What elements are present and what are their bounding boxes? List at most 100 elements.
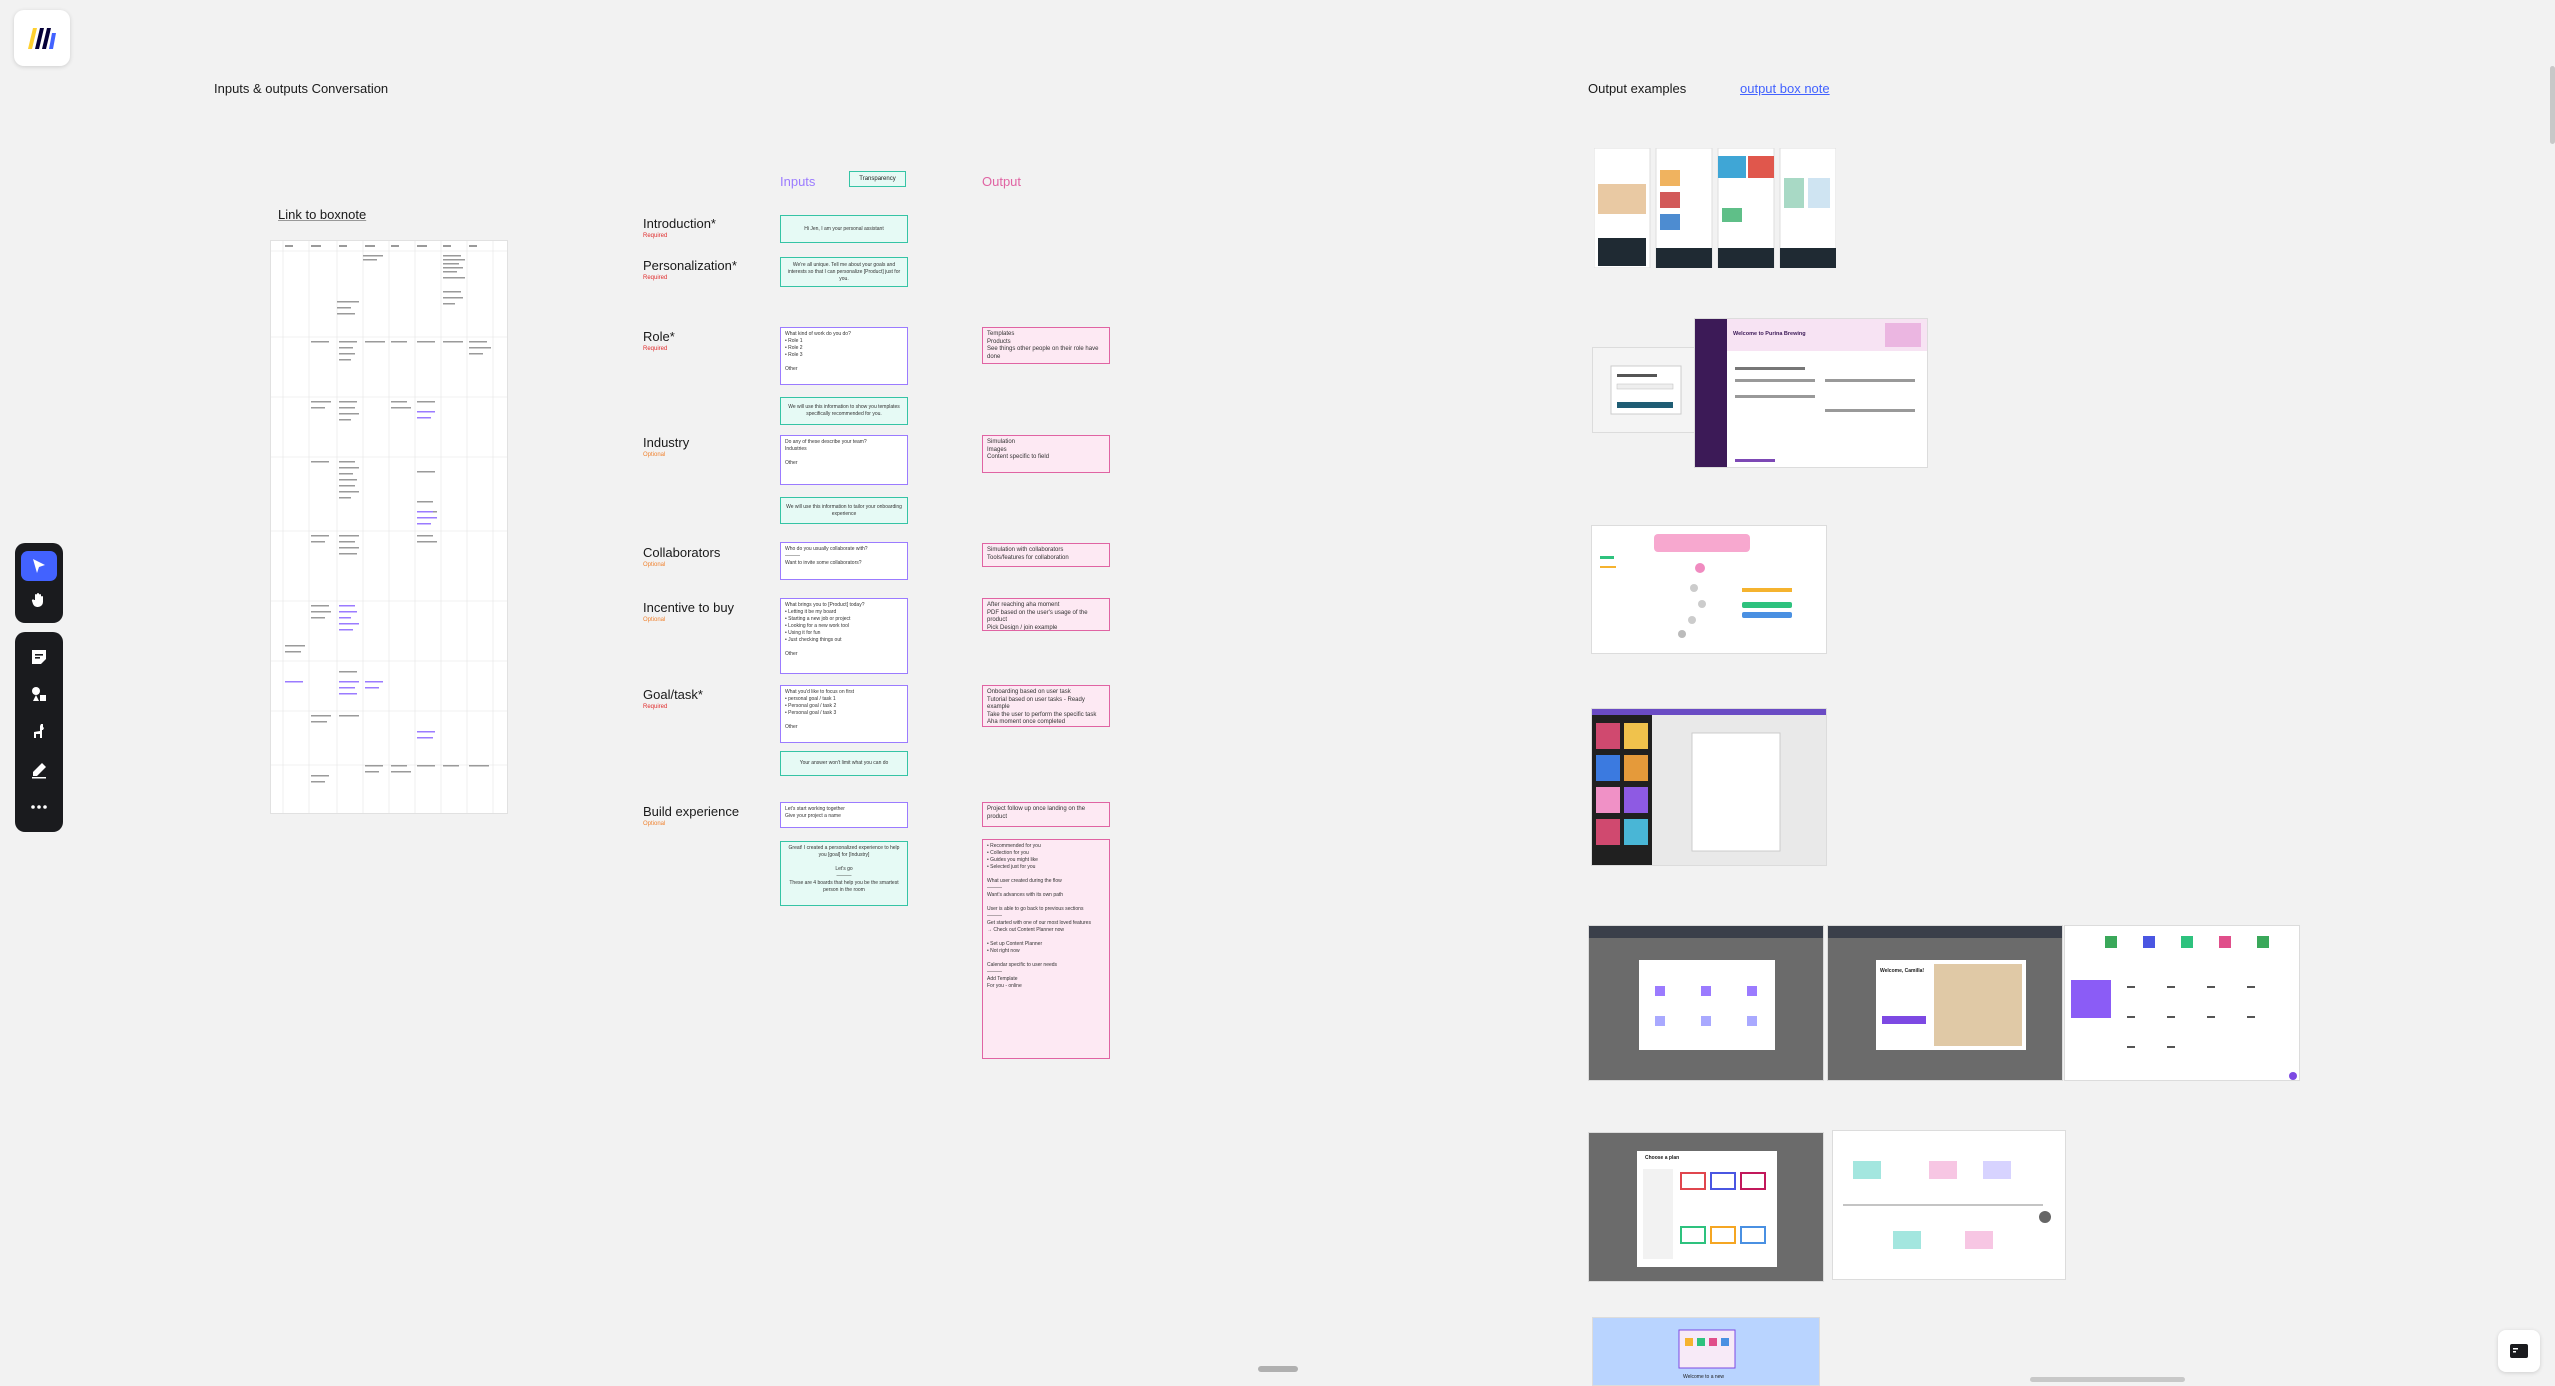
horizontal-scrollbar[interactable] bbox=[2030, 1377, 2185, 1382]
thumb-product-tour[interactable] bbox=[1591, 525, 1827, 654]
question-collaborators-box[interactable]: Who do you usually collaborate with? ———… bbox=[780, 542, 908, 580]
editor-canvas-preview bbox=[1592, 709, 1826, 865]
column-header-output: Output bbox=[982, 174, 1022, 189]
more-tools-button[interactable] bbox=[21, 790, 57, 824]
shapes-tool-button[interactable] bbox=[21, 678, 57, 712]
thumb-welcome-dialog[interactable]: Welcome, Camilla! bbox=[1827, 925, 2063, 1081]
sticky-note-tool-button[interactable] bbox=[21, 640, 57, 674]
question-role-box[interactable]: What kind of work do you do? • Role 1 • … bbox=[780, 327, 908, 385]
dialog-categories-preview bbox=[1589, 926, 1823, 1080]
row-status: Optional bbox=[643, 452, 666, 458]
column-header-inputs: Inputs bbox=[780, 174, 816, 189]
question-incentive-box[interactable]: What brings you to [Product] today? • Le… bbox=[780, 598, 908, 674]
row-label: Industry bbox=[643, 435, 690, 450]
thumb-dialog-categories[interactable] bbox=[1588, 925, 1824, 1081]
miro-logo[interactable] bbox=[14, 10, 70, 66]
row-personalization[interactable]: Personalization* Required bbox=[643, 258, 737, 281]
llama-icon bbox=[34, 723, 44, 738]
row-label: Collaborators bbox=[643, 545, 721, 560]
panel-toggle-button[interactable] bbox=[2498, 1330, 2540, 1372]
row-status: Required bbox=[643, 275, 668, 281]
thumb-choose-plan[interactable]: Choose a plan bbox=[1588, 1132, 1824, 1282]
output-box-note-link[interactable]: output box note bbox=[1740, 81, 1830, 96]
output-industry-box[interactable]: Simulation Images Content specific to fi… bbox=[982, 435, 1110, 473]
dialog-greeting: Welcome, Camilla! bbox=[1880, 968, 1925, 974]
row-industry[interactable]: Industry Optional bbox=[643, 435, 689, 458]
row-status: Optional bbox=[643, 821, 666, 827]
output-goal-box[interactable]: Onboarding based on user task Tutorial b… bbox=[982, 685, 1110, 727]
row-status: Optional bbox=[643, 562, 666, 568]
row-label: Incentive to buy bbox=[643, 600, 735, 615]
promo-text: Welcome to a new bbox=[1683, 1374, 1725, 1380]
thumb-promo-banner[interactable]: Welcome to a new bbox=[1592, 1317, 1820, 1386]
navigation-toolbar bbox=[15, 543, 63, 623]
thumb-mobile-screens[interactable] bbox=[1593, 147, 1837, 269]
pen-icon bbox=[32, 762, 46, 779]
sheet-grid bbox=[271, 241, 507, 813]
vertical-scrollbar[interactable] bbox=[2550, 66, 2555, 144]
sticky-note-icon bbox=[32, 649, 46, 664]
row-goal-task[interactable]: Goal/task* Required bbox=[643, 687, 703, 710]
row-label: Personalization* bbox=[643, 258, 737, 273]
choose-plan-preview bbox=[1589, 1133, 1823, 1281]
output-role-box[interactable]: Templates Products See things other peop… bbox=[982, 327, 1110, 364]
more-icon bbox=[31, 805, 47, 809]
board-logo-icon bbox=[28, 28, 56, 49]
input-goal-note-box[interactable]: Your answer won't limit what you can do bbox=[780, 751, 908, 776]
frame-title-output-examples[interactable]: Output examples bbox=[1588, 81, 1687, 96]
calendar-preview bbox=[2065, 926, 2299, 1080]
link-to-boxnote[interactable]: Link to boxnote bbox=[278, 207, 367, 222]
welcome-title: Welcome to Purina Brewing bbox=[1733, 331, 1806, 337]
panel-icon bbox=[2510, 1344, 2528, 1358]
hand-icon bbox=[31, 593, 43, 607]
output-collaborators-box[interactable]: Simulation with collaborators Tools/feat… bbox=[982, 543, 1110, 567]
frame-title-conversation[interactable]: Inputs & outputs Conversation bbox=[214, 81, 389, 96]
thumb-editor-canvas[interactable] bbox=[1591, 708, 1827, 866]
output-build-box[interactable]: Project follow up once landing on the pr… bbox=[982, 802, 1110, 827]
signup-modal-preview bbox=[1593, 348, 1697, 432]
choose-plan-title: Choose a plan bbox=[1645, 1155, 1680, 1161]
row-status: Optional bbox=[643, 617, 666, 623]
templates-tool-button[interactable] bbox=[21, 715, 57, 749]
question-goal-box[interactable]: What you'd like to focus on first • pers… bbox=[780, 685, 908, 743]
output-incentive-box[interactable]: After reaching aha moment PDF based on t… bbox=[982, 598, 1110, 631]
row-label: Introduction* bbox=[643, 216, 716, 231]
row-role[interactable]: Role* Required bbox=[643, 329, 675, 352]
thumb-calendar[interactable] bbox=[2064, 925, 2300, 1081]
row-build-experience[interactable]: Build experience Optional bbox=[643, 804, 739, 827]
row-incentive-to-buy[interactable]: Incentive to buy Optional bbox=[643, 600, 734, 623]
transparency-tag[interactable]: Transparency bbox=[849, 171, 906, 187]
input-personalization-box[interactable]: We're all unique. Tell me about your goa… bbox=[780, 257, 908, 287]
shapes-icon bbox=[32, 687, 46, 702]
welcome-dashboard-preview bbox=[1695, 319, 1927, 467]
row-introduction[interactable]: Introduction* Required bbox=[643, 216, 716, 239]
vertical-minimap-handle[interactable] bbox=[1258, 1366, 1298, 1372]
row-collaborators[interactable]: Collaborators Optional bbox=[643, 545, 720, 568]
thumb-signup-modal[interactable] bbox=[1592, 347, 1698, 433]
thumb-timeline-board[interactable] bbox=[1832, 1130, 2066, 1280]
pen-tool-button[interactable] bbox=[21, 753, 57, 787]
question-industry-box[interactable]: Do any of these describe your team? Indu… bbox=[780, 435, 908, 485]
input-role-note-box[interactable]: We will use this information to show you… bbox=[780, 397, 908, 425]
row-label: Role* bbox=[643, 329, 675, 344]
row-label: Build experience bbox=[643, 804, 740, 819]
row-status: Required bbox=[643, 704, 668, 710]
welcome-dialog-preview bbox=[1828, 926, 2062, 1080]
mobile-screens-preview bbox=[1593, 147, 1837, 269]
input-intro-box[interactable]: Hi Jen, I am your personal assistant bbox=[780, 215, 908, 243]
select-arrow-icon bbox=[33, 559, 45, 573]
spreadsheet-embed[interactable] bbox=[270, 240, 508, 814]
row-label: Goal/task* bbox=[643, 687, 703, 702]
hand-tool-button[interactable] bbox=[21, 585, 57, 615]
select-tool-button[interactable] bbox=[21, 551, 57, 581]
input-build-note-box[interactable]: Great! I created a personalized experien… bbox=[780, 841, 908, 906]
thumb-welcome-dashboard[interactable]: Welcome to Purina Brewing bbox=[1694, 318, 1928, 468]
output-build-detail-box[interactable]: • Recommended for you • Collection for y… bbox=[982, 839, 1110, 1059]
product-tour-preview bbox=[1592, 526, 1826, 653]
question-build-box[interactable]: Let's start working together Give your p… bbox=[780, 802, 908, 828]
creation-toolbar bbox=[15, 632, 63, 832]
row-status: Required bbox=[643, 233, 668, 239]
promo-banner-preview bbox=[1593, 1318, 1819, 1385]
input-industry-note-box[interactable]: We will use this information to tailor y… bbox=[780, 497, 908, 524]
row-status: Required bbox=[643, 346, 668, 352]
